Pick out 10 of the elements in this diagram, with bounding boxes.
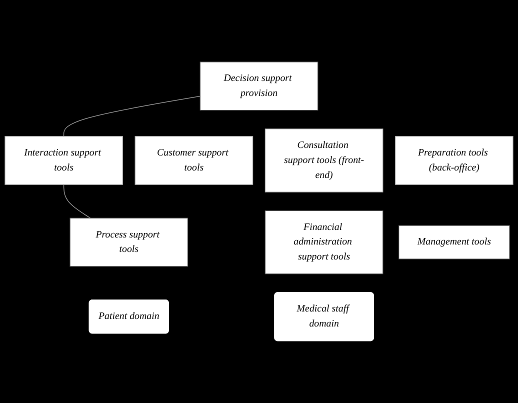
node-box: Financial administration support tools (264, 210, 384, 274)
node-box: Management tools (398, 225, 510, 260)
node-box: Interaction support tools (4, 136, 123, 186)
connector (64, 184, 91, 219)
connector (64, 96, 200, 137)
node-box: Consultation support tools (front-end) (264, 128, 384, 192)
node-box: Process support tools (70, 218, 188, 267)
node-box: Customer support tools (134, 136, 254, 186)
node-box: Decision support provision (200, 62, 318, 111)
node-box: Preparation tools (back-office) (395, 136, 514, 186)
